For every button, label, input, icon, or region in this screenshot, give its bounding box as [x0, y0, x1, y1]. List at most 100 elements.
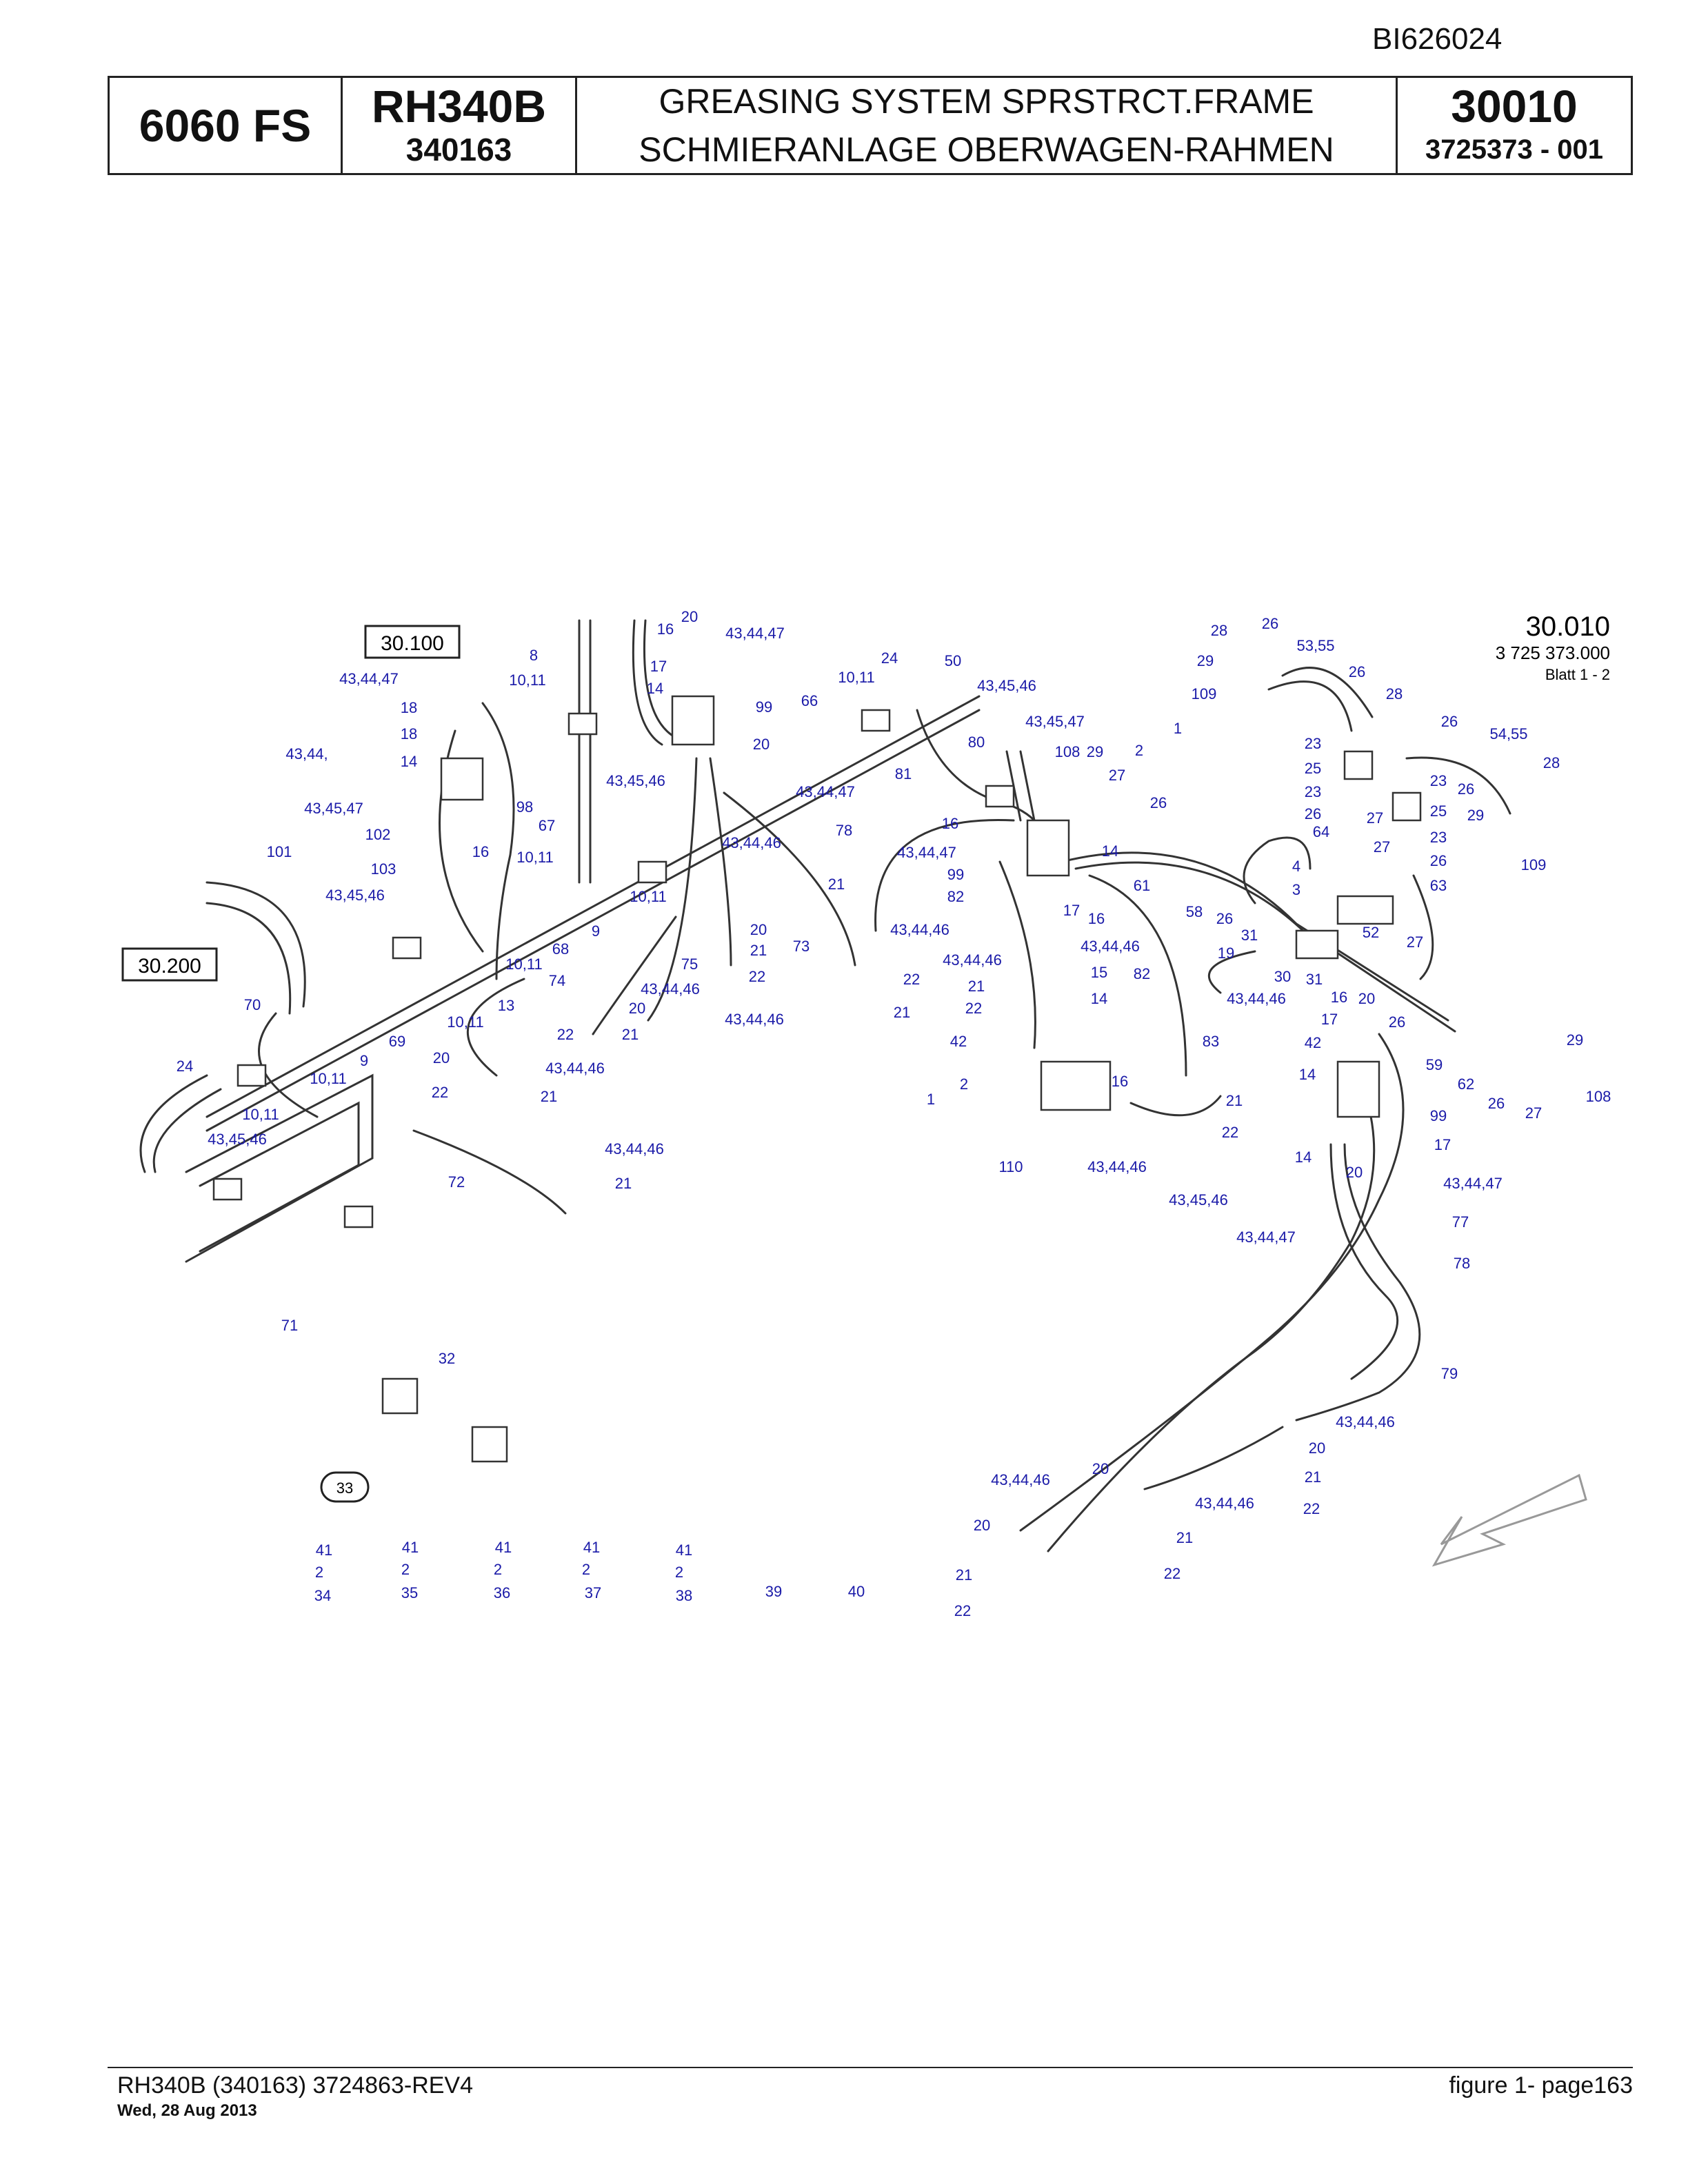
callout-label: 43,44,46: [1336, 1413, 1395, 1430]
callout-label: 41: [316, 1541, 332, 1559]
callout-label: 14: [1295, 1149, 1312, 1166]
callout-label: 21: [968, 978, 985, 995]
callout-label: 43,44,46: [725, 1011, 784, 1028]
group-number: 30010: [1451, 81, 1578, 132]
callout-label: 3: [1292, 881, 1300, 898]
callout-label: 43,45,47: [304, 800, 363, 817]
callout-label: 43,44,47: [897, 844, 956, 861]
callout-label: 69: [389, 1033, 405, 1050]
callout-label: 16: [657, 620, 674, 638]
callout-label: 4: [1292, 858, 1300, 875]
callout-label: 16: [472, 843, 489, 860]
callout-label: 26: [1305, 805, 1321, 822]
callout-label: 43,44,47: [339, 670, 399, 687]
callout-label: 59: [1426, 1056, 1443, 1073]
blocks: [212, 695, 1422, 1463]
callout-label: 26: [1441, 713, 1458, 730]
callout-label: 22: [749, 968, 765, 985]
callout-label: 43,44,46: [1081, 938, 1140, 955]
callout-label: 29: [1467, 807, 1484, 824]
callout-label: 16: [1112, 1073, 1128, 1090]
callout-label: 26: [1430, 852, 1447, 869]
callout-label: 28: [1211, 622, 1227, 639]
callout-label: 20: [750, 921, 767, 938]
callout-label: 20: [753, 736, 770, 753]
callout-label: 21: [1305, 1468, 1321, 1486]
machine-label: RH340B: [371, 81, 547, 132]
callout-label: 43,44,47: [1443, 1175, 1503, 1192]
callout-label: 43,44,46: [991, 1471, 1050, 1488]
callout-label: 2: [401, 1561, 410, 1578]
callout-label: 36: [494, 1584, 510, 1601]
callout-label: 23: [1430, 772, 1447, 789]
callout-label: 99: [756, 698, 772, 716]
callout-label: 2: [675, 1564, 683, 1581]
callout-label: 17: [1321, 1011, 1338, 1028]
callout-label: 10,11: [838, 669, 874, 686]
callout-label: 20: [681, 608, 698, 625]
callout-label: 14: [401, 753, 417, 770]
callout-label: 14: [1091, 990, 1107, 1007]
callout-label: 82: [1134, 965, 1150, 982]
callout-label: 22: [557, 1026, 574, 1043]
callout-label: 26: [1150, 794, 1167, 811]
callout-label: 101: [267, 843, 292, 860]
model-label: 6060 FS: [139, 100, 312, 151]
callout-label: 24: [881, 649, 898, 667]
callout-label: 52: [1363, 924, 1379, 941]
callout-label: 72: [448, 1173, 465, 1191]
callout-label: 23: [1305, 783, 1321, 800]
callout-label: 14: [1102, 842, 1118, 860]
callout-label: 21: [828, 876, 845, 893]
callout-label: 75: [681, 956, 698, 973]
callout-label: 53,55: [1296, 637, 1334, 654]
callout-label: 1: [927, 1091, 935, 1108]
hose-lines: [139, 619, 1511, 1553]
callout-label: 29: [1087, 743, 1103, 760]
title-english: GREASING SYSTEM SPRSTRCT.FRAME: [659, 82, 1314, 121]
callout-label: 22: [965, 1000, 982, 1017]
callout-label: 21: [894, 1004, 910, 1021]
callout-label: 26: [1488, 1095, 1505, 1112]
callout-label: 68: [552, 940, 569, 958]
callout-label: 22: [1222, 1124, 1238, 1141]
callout-label: 22: [432, 1084, 448, 1101]
callout-label: 10,11: [242, 1106, 279, 1123]
callout-label: 13: [498, 997, 514, 1014]
callout-label: 78: [836, 822, 852, 839]
callout-label: 16: [1088, 910, 1105, 927]
machine-cell: RH340B 340163: [343, 78, 577, 173]
callout-label: 43,44,46: [943, 951, 1002, 969]
callout-label: 14: [1299, 1066, 1316, 1083]
callout-label: 98: [516, 798, 533, 816]
callout-label: 64: [1313, 823, 1329, 840]
callout-label: 10,11: [447, 1013, 483, 1031]
callout-label: 108: [1055, 743, 1081, 760]
callout-label: 20: [629, 1000, 645, 1017]
callout-label: 22: [1164, 1565, 1180, 1582]
callout-label: 63: [1430, 877, 1447, 894]
ref-group: 30.010: [1526, 611, 1610, 642]
callout-label: 58: [1186, 903, 1203, 920]
callout-label: 43,44,46: [890, 921, 950, 938]
callout-label: 22: [903, 971, 920, 988]
callout-label: 17: [1434, 1136, 1451, 1153]
callout-label: 21: [541, 1088, 557, 1105]
callout-label: 20: [1346, 1164, 1363, 1181]
callout-label: 109: [1192, 685, 1217, 702]
callout-label: 67: [539, 817, 555, 834]
title-german: SCHMIERANLAGE OBERWAGEN-RAHMEN: [639, 130, 1334, 169]
callout-label: 2: [960, 1075, 968, 1093]
callout-label: 54,55: [1489, 725, 1527, 742]
callout-label: 23: [1305, 735, 1321, 752]
callout-label: 43,45,46: [606, 772, 665, 789]
callout-label: 29: [1567, 1031, 1583, 1049]
callout-label: 39: [765, 1583, 782, 1600]
callout-label: 27: [1367, 809, 1383, 827]
callout-label: 10,11: [630, 888, 666, 905]
callout-label: 71: [281, 1317, 298, 1334]
callout-label: 41: [676, 1541, 692, 1559]
callout-label: 21: [615, 1175, 632, 1192]
